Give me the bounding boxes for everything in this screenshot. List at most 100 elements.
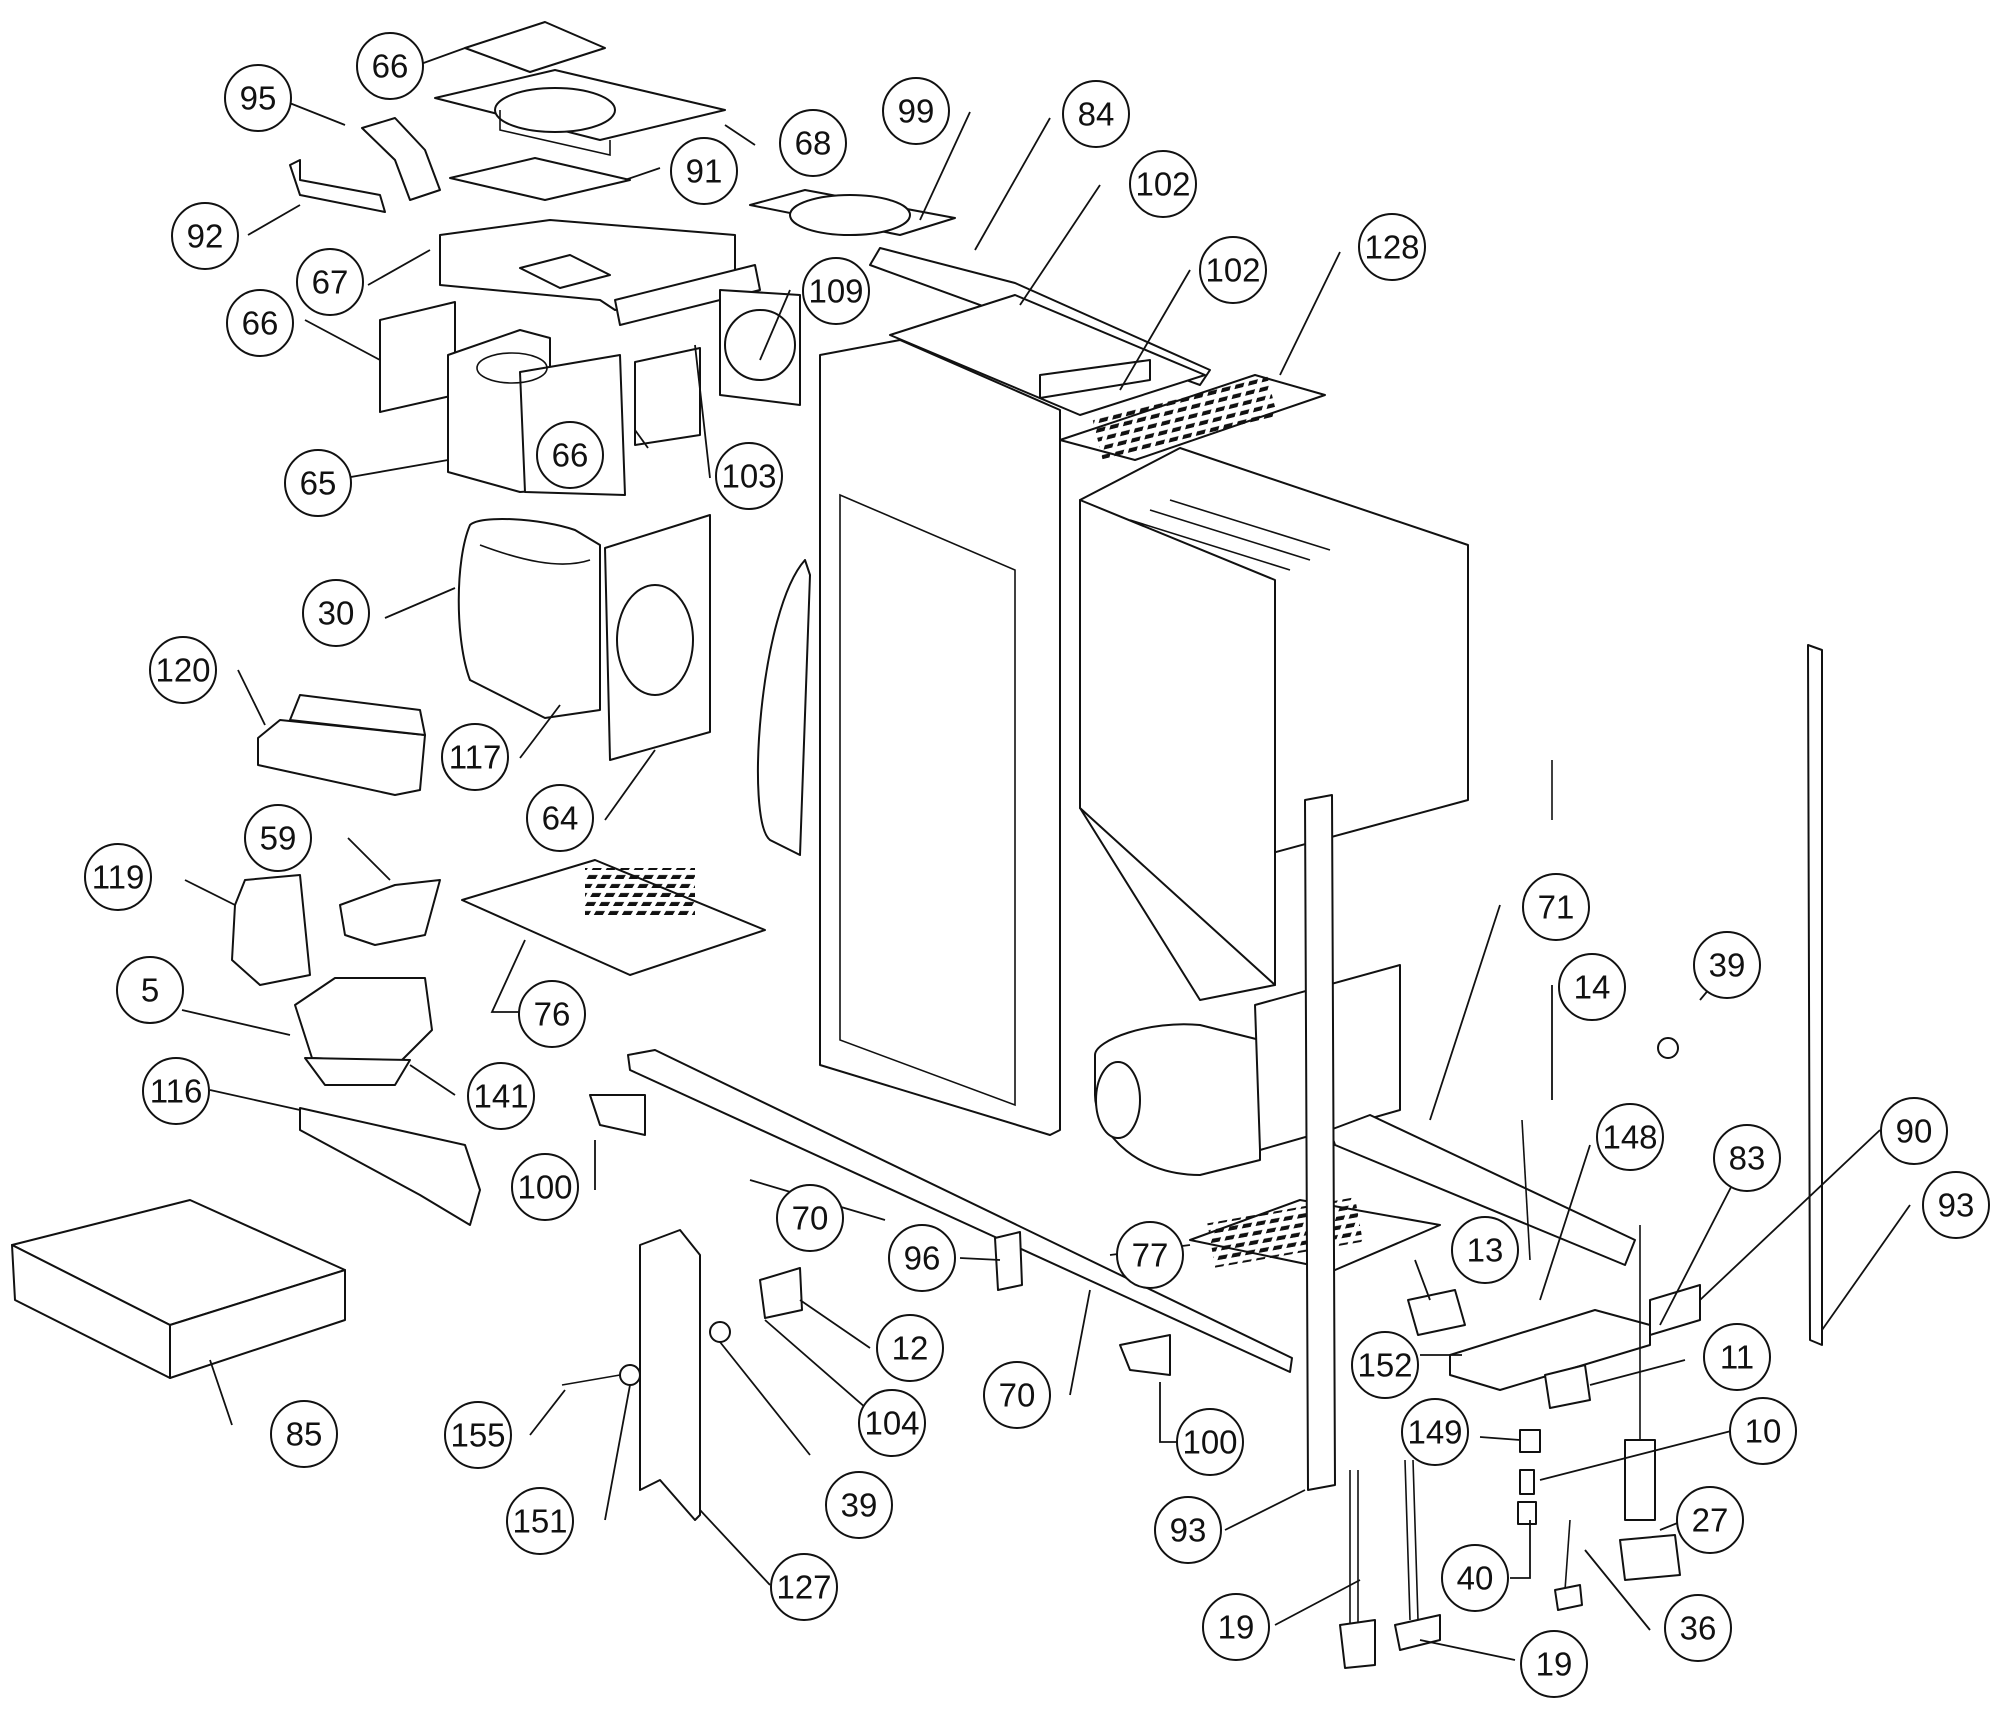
part-109-duct-plate xyxy=(614,264,801,406)
callout-96: 96 xyxy=(888,1224,956,1292)
svg-text:96: 96 xyxy=(904,1240,941,1277)
part-119-shield xyxy=(231,874,311,986)
callout-70: 70 xyxy=(776,1184,844,1252)
callout-102: 102 xyxy=(1199,236,1267,304)
svg-text:71: 71 xyxy=(1538,889,1575,926)
callout-36: 36 xyxy=(1664,1594,1732,1662)
svg-text:14: 14 xyxy=(1574,969,1611,1006)
part-95-bracket xyxy=(361,117,441,201)
callout-104: 104 xyxy=(858,1389,926,1457)
callout-127: 127 xyxy=(770,1553,838,1621)
svg-text:99: 99 xyxy=(898,93,935,130)
part-91-gasket xyxy=(449,157,631,201)
svg-text:39: 39 xyxy=(841,1487,878,1524)
callout-95: 95 xyxy=(224,64,292,132)
svg-text:152: 152 xyxy=(1357,1347,1412,1384)
callouts: 66 95 68 99 84 91 102 92 128 67 102 109 … xyxy=(84,32,1990,1698)
callout-66: 66 xyxy=(356,32,424,100)
callout-83: 83 xyxy=(1713,1124,1781,1192)
part-104-bracket xyxy=(759,1267,803,1319)
svg-text:11: 11 xyxy=(1720,1339,1754,1376)
callout-155: 155 xyxy=(444,1401,512,1469)
svg-text:100: 100 xyxy=(1182,1424,1237,1461)
svg-text:12: 12 xyxy=(892,1330,929,1367)
svg-text:19: 19 xyxy=(1218,1609,1255,1646)
svg-text:127: 127 xyxy=(776,1569,831,1606)
hopper xyxy=(1079,447,1469,1001)
callout-128: 128 xyxy=(1358,213,1426,281)
svg-text:66: 66 xyxy=(552,437,589,474)
svg-text:93: 93 xyxy=(1938,1187,1975,1224)
callout-68: 68 xyxy=(779,109,847,177)
part-19-sensor-b xyxy=(1394,1459,1441,1651)
callout-12: 12 xyxy=(876,1314,944,1382)
part-66-top-gasket xyxy=(464,21,606,73)
part-116-rail xyxy=(299,1107,481,1226)
svg-text:10: 10 xyxy=(1745,1413,1782,1450)
part-127-side-bracket xyxy=(639,1229,701,1521)
part-10-14-149-40-fittings xyxy=(1517,760,1553,1525)
part-13-terminal xyxy=(1407,1289,1466,1336)
svg-text:19: 19 xyxy=(1536,1646,1573,1683)
callout-76: 76 xyxy=(518,980,586,1048)
svg-text:84: 84 xyxy=(1078,96,1115,133)
callout-116: 116 xyxy=(142,1057,210,1125)
part-64-plate xyxy=(604,514,711,761)
callout-152: 152 xyxy=(1351,1331,1419,1399)
callout-120: 120 xyxy=(149,636,217,704)
callout-59: 59 xyxy=(244,804,312,872)
svg-text:93: 93 xyxy=(1170,1512,1207,1549)
callout-90: 90 xyxy=(1880,1097,1948,1165)
callout-71: 71 xyxy=(1522,873,1590,941)
svg-text:5: 5 xyxy=(141,972,159,1009)
part-66-mid-gasket xyxy=(634,347,701,446)
svg-text:102: 102 xyxy=(1135,166,1190,203)
svg-text:103: 103 xyxy=(721,458,776,495)
svg-text:91: 91 xyxy=(686,153,723,190)
svg-text:109: 109 xyxy=(808,273,863,310)
callout-10: 10 xyxy=(1729,1397,1797,1465)
svg-text:155: 155 xyxy=(450,1417,505,1454)
callout-148: 148 xyxy=(1596,1103,1664,1171)
part-11-switch xyxy=(1544,1364,1591,1409)
callout-30: 30 xyxy=(302,579,370,647)
part-19-sensor-a xyxy=(1339,1470,1376,1669)
callout-92: 92 xyxy=(171,202,239,270)
callout-77: 77 xyxy=(1116,1221,1184,1289)
svg-text:151: 151 xyxy=(512,1503,567,1540)
part-102-top-bar xyxy=(1039,359,1151,399)
part-85-ash-drawer xyxy=(11,1199,346,1379)
callout-103: 103 xyxy=(715,442,783,510)
part-93-upright-right xyxy=(1807,644,1823,1346)
callout-39: 39 xyxy=(825,1471,893,1539)
svg-text:67: 67 xyxy=(312,264,349,301)
part-120-tray xyxy=(257,694,426,796)
svg-text:102: 102 xyxy=(1205,252,1260,289)
svg-text:70: 70 xyxy=(999,1377,1036,1414)
callout-67: 67 xyxy=(296,248,364,316)
svg-text:95: 95 xyxy=(240,80,277,117)
part-93-upright-center xyxy=(1304,794,1336,1491)
svg-text:149: 149 xyxy=(1407,1414,1462,1451)
svg-text:27: 27 xyxy=(1692,1502,1729,1539)
svg-text:65: 65 xyxy=(300,465,337,502)
part-100-bracket-a xyxy=(589,1094,646,1136)
callout-85: 85 xyxy=(270,1400,338,1468)
part-76-floor-plate xyxy=(461,859,766,976)
svg-text:68: 68 xyxy=(795,125,832,162)
part-155-151-knobs xyxy=(561,1037,1679,1386)
callout-151: 151 xyxy=(506,1487,574,1555)
part-100-bracket-b xyxy=(1119,1334,1171,1376)
svg-text:66: 66 xyxy=(242,305,279,342)
callout-14: 14 xyxy=(1558,953,1626,1021)
callout-100: 100 xyxy=(511,1153,579,1221)
svg-text:100: 100 xyxy=(517,1169,572,1206)
svg-text:117: 117 xyxy=(449,739,502,776)
svg-text:70: 70 xyxy=(792,1200,829,1237)
part-96-bracket xyxy=(994,1231,1023,1291)
callout-119: 119 xyxy=(84,843,152,911)
callout-117: 117 xyxy=(441,723,509,791)
callout-27: 27 xyxy=(1676,1486,1744,1554)
callout-39: 39 xyxy=(1693,931,1761,999)
svg-text:30: 30 xyxy=(318,595,355,632)
